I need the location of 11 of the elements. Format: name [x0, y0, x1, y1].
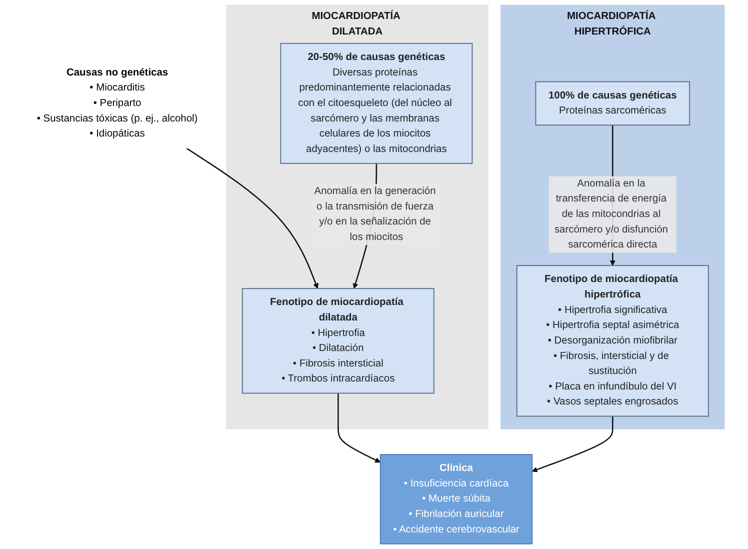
arrow — [186, 148, 318, 289]
node-box: 20-50% de causas genéticas Diversas proteínas predominantemente relacionadas con el citoesqueleto (del núcleo al sarcómero y las membranas celulares de los miocitos adyacentes) o las mitocondrias — [280, 42, 472, 164]
arrow — [532, 416, 614, 472]
node-box: Fenotipo de miocardiopatía hipertrófica • Hipertrofia significativa • Hipertrofia septal asimétrica • Desorganización miofibrilar • Fibrosis, intersticial y de sustitución • Placa en infundíbulo del VI • Vasos septales engrosados — [516, 265, 709, 417]
node-text: Causas no genéticas • Miocarditis • Periparto • Sustancias tóxicas (p. ej., alcohol) • Idiopáticas — [36, 67, 198, 140]
edge-label: Anomalía en la transferencia de energía de las mitocondrias al sarcómero y/o disfunción sarcomérica directa — [554, 178, 668, 250]
arrow — [337, 393, 380, 463]
node-box: Fenotipo de miocardiopatía dilatada • Hipertrofia • Dilatación • Fibrosis intersticial • Trombos intracardíacos — [242, 288, 434, 394]
edge-label: Anomalía en la generación o la transmisión de fuerza y/o en la señalización de los miocitos — [314, 186, 436, 243]
node-box: Clínica • Insuficiencia cardíaca • Muerte súbita • Fibrilación auricular • Accidente cerebrovascular — [380, 454, 532, 544]
node-box: 100% de causas genéticas Proteínas sarcoméricas — [535, 81, 690, 126]
